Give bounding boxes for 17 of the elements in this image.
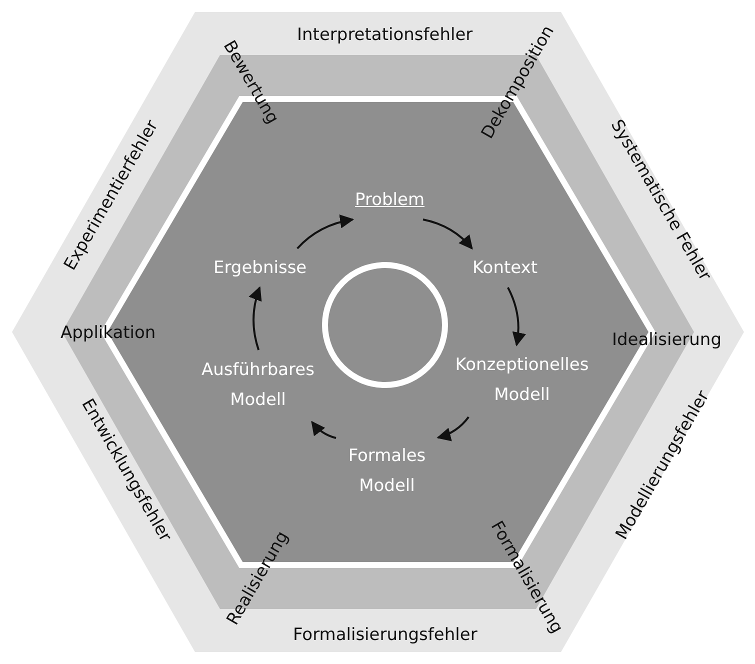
arrow xyxy=(422,218,473,250)
arrow xyxy=(311,420,336,439)
band-label: Formalisierungsfehler xyxy=(293,624,478,646)
arrow xyxy=(436,416,470,441)
stage-label: Ausführbares Modell xyxy=(198,356,318,416)
vertex-label: Applikation xyxy=(60,322,156,344)
vertex-label: Idealisierung xyxy=(612,328,722,352)
arrow xyxy=(507,287,526,346)
stage-label: Problem xyxy=(355,186,425,214)
stage-label: Ergebnisse xyxy=(214,254,307,282)
arrow xyxy=(248,286,262,350)
stage-label: Formales Modell xyxy=(342,442,432,502)
stage-label: Kontext xyxy=(472,254,538,282)
arrow xyxy=(296,214,354,250)
center-circle xyxy=(322,262,448,388)
band-label: Interpretationsfehler xyxy=(297,24,473,46)
stage-label: Konzeptionelles Modell xyxy=(447,351,597,410)
